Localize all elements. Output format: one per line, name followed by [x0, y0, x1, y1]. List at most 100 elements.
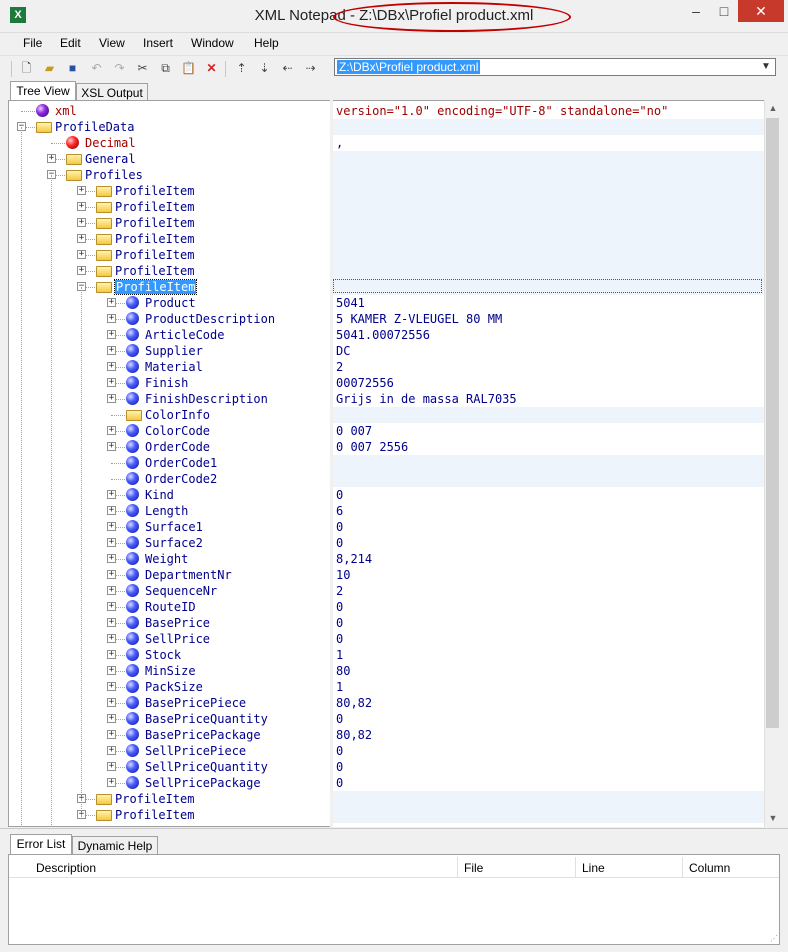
tree-node[interactable]: +Stock — [9, 647, 330, 663]
tree-node-label[interactable]: SellPrice — [145, 632, 211, 646]
menu-edit[interactable]: Edit — [60, 36, 81, 50]
chevron-down-icon[interactable]: ▼ — [761, 61, 771, 72]
expand-icon[interactable]: + — [77, 265, 86, 275]
save-icon[interactable]: ■ — [68, 61, 77, 75]
copy-icon[interactable]: ⧉ — [161, 61, 170, 75]
value-row[interactable]: 0 — [333, 775, 764, 791]
expand-icon[interactable]: + — [107, 745, 116, 755]
value-row[interactable] — [333, 263, 764, 279]
tree-node-label[interactable]: ProfileItem — [115, 184, 195, 198]
tree-node-label[interactable]: SellPriceQuantity — [145, 760, 268, 774]
tree-node-label[interactable]: PackSize — [145, 680, 203, 694]
tree-node-label[interactable]: ProfileData — [55, 120, 135, 134]
value-text[interactable]: 5041.00072556 — [336, 328, 430, 342]
value-row[interactable] — [333, 231, 764, 247]
value-row[interactable]: 6 — [333, 503, 764, 519]
expand-icon[interactable]: + — [107, 777, 116, 787]
tree-node-label[interactable]: Decimal — [85, 136, 136, 150]
tree-node[interactable]: +Length — [9, 503, 330, 519]
value-row[interactable]: 1 — [333, 647, 764, 663]
location-text[interactable]: Z:\DBx\Profiel product.xml — [337, 60, 481, 74]
tree-node-label[interactable]: ProfileItem — [115, 808, 195, 822]
value-pane[interactable]: version="1.0" encoding="UTF-8" standalon… — [333, 100, 764, 827]
tree-node-label[interactable]: Supplier — [145, 344, 203, 358]
tree-node[interactable]: +Supplier — [9, 343, 330, 359]
value-text[interactable]: 0 — [336, 744, 344, 758]
value-row[interactable]: 8,214 — [333, 551, 764, 567]
tree-node[interactable]: +Kind — [9, 487, 330, 503]
value-row[interactable]: 5041 — [333, 295, 764, 311]
tree-node-label[interactable]: BasePricePackage — [145, 728, 261, 742]
expand-icon[interactable]: + — [107, 601, 116, 611]
tree-node[interactable]: +DepartmentNr — [9, 567, 330, 583]
expand-icon[interactable]: + — [107, 761, 116, 771]
tree-node[interactable]: +BasePriceQuantity — [9, 711, 330, 727]
tree-node-label[interactable]: DepartmentNr — [145, 568, 232, 582]
value-text[interactable]: 8,214 — [336, 552, 373, 566]
value-text[interactable]: 0 — [336, 760, 344, 774]
tree-node-label[interactable]: Surface2 — [145, 536, 203, 550]
expand-icon[interactable]: + — [107, 441, 116, 451]
value-text[interactable]: 00072556 — [336, 376, 394, 390]
value-row[interactable]: DC — [333, 343, 764, 359]
expand-icon[interactable]: + — [107, 585, 116, 595]
undo-icon[interactable]: ↶ — [91, 61, 102, 75]
tree-node[interactable]: +BasePricePackage — [9, 727, 330, 743]
tree-node-label[interactable]: FinishDescription — [145, 392, 268, 406]
tree-node[interactable]: + SequenceNr — [9, 583, 330, 599]
value-row[interactable] — [333, 455, 764, 471]
value-row[interactable]: 80,82 — [333, 695, 764, 711]
column-line[interactable]: Line — [582, 861, 605, 875]
expand-icon[interactable]: + — [107, 297, 116, 307]
tree-node-label[interactable]: OrderCode2 — [145, 472, 218, 486]
tree-node[interactable]: +General — [9, 151, 330, 167]
tree-node[interactable]: +ArticleCode — [9, 327, 330, 343]
tree-node[interactable]: −Profiles — [9, 167, 330, 183]
value-row[interactable] — [333, 279, 764, 295]
menu-insert[interactable]: Insert — [143, 36, 174, 50]
expand-icon[interactable]: + — [77, 233, 86, 243]
value-row[interactable] — [333, 119, 764, 135]
maximize-button[interactable]: □ — [719, 3, 729, 19]
tree-node-label[interactable]: Weight — [145, 552, 189, 566]
tree-node[interactable]: +SellPricePiece — [9, 743, 330, 759]
column-column[interactable]: Column — [689, 861, 731, 875]
value-text[interactable]: Grijs in de massa RAL7035 — [336, 392, 517, 406]
expand-icon[interactable]: + — [107, 393, 116, 403]
tab-dynamic-help[interactable]: Dynamic Help — [72, 836, 158, 855]
tree-node-label[interactable]: OrderCode1 — [145, 456, 218, 470]
tree-node-label[interactable]: ProfileItem — [115, 200, 195, 214]
value-text[interactable]: 2 — [336, 360, 344, 374]
expand-icon[interactable]: + — [107, 329, 116, 339]
value-row[interactable]: , — [333, 135, 764, 151]
open-folder-icon[interactable]: ▰ — [44, 61, 55, 75]
tab-tree-view[interactable]: Tree View — [10, 81, 76, 101]
expand-icon[interactable]: + — [77, 185, 86, 195]
tree-node[interactable]: +BasePrice — [9, 615, 330, 631]
scroll-up-icon[interactable]: ▲ — [768, 103, 778, 113]
xml-notepad-app-icon[interactable]: X — [10, 7, 26, 23]
expand-icon[interactable]: + — [107, 505, 116, 515]
tree-node-label[interactable]: SellPricePackage — [145, 776, 261, 790]
tree-node[interactable]: +ProfileItem — [9, 791, 330, 807]
tree-node[interactable]: ColorInfo — [9, 407, 330, 423]
tree-node[interactable]: +ProfileItem — [9, 247, 330, 263]
error-list[interactable]: Description File Line Column — [8, 854, 780, 945]
tree-node[interactable]: +ProfileItem — [9, 263, 330, 279]
value-text[interactable]: 0 007 — [336, 424, 373, 438]
value-text[interactable]: 80,82 — [336, 728, 373, 742]
tab-xsl-output[interactable]: XSL Output — [76, 83, 148, 102]
close-button[interactable]: ✕ — [738, 0, 784, 22]
value-text[interactable]: , — [336, 136, 344, 150]
expand-icon[interactable]: + — [107, 521, 116, 531]
cut-icon[interactable]: ✂ — [137, 61, 148, 75]
value-text[interactable]: 6 — [336, 504, 344, 518]
tree-node[interactable]: + SellPricePackage — [9, 775, 330, 791]
value-row[interactable]: 0 — [333, 711, 764, 727]
value-row[interactable]: 0 — [333, 487, 764, 503]
tree-node-label[interactable]: OrderCode — [145, 440, 211, 454]
tree-node[interactable]: xml — [9, 103, 330, 119]
expand-icon[interactable]: + — [107, 489, 116, 499]
tree-node-label[interactable]: SequenceNr — [145, 584, 218, 598]
value-text[interactable]: DC — [336, 344, 351, 358]
